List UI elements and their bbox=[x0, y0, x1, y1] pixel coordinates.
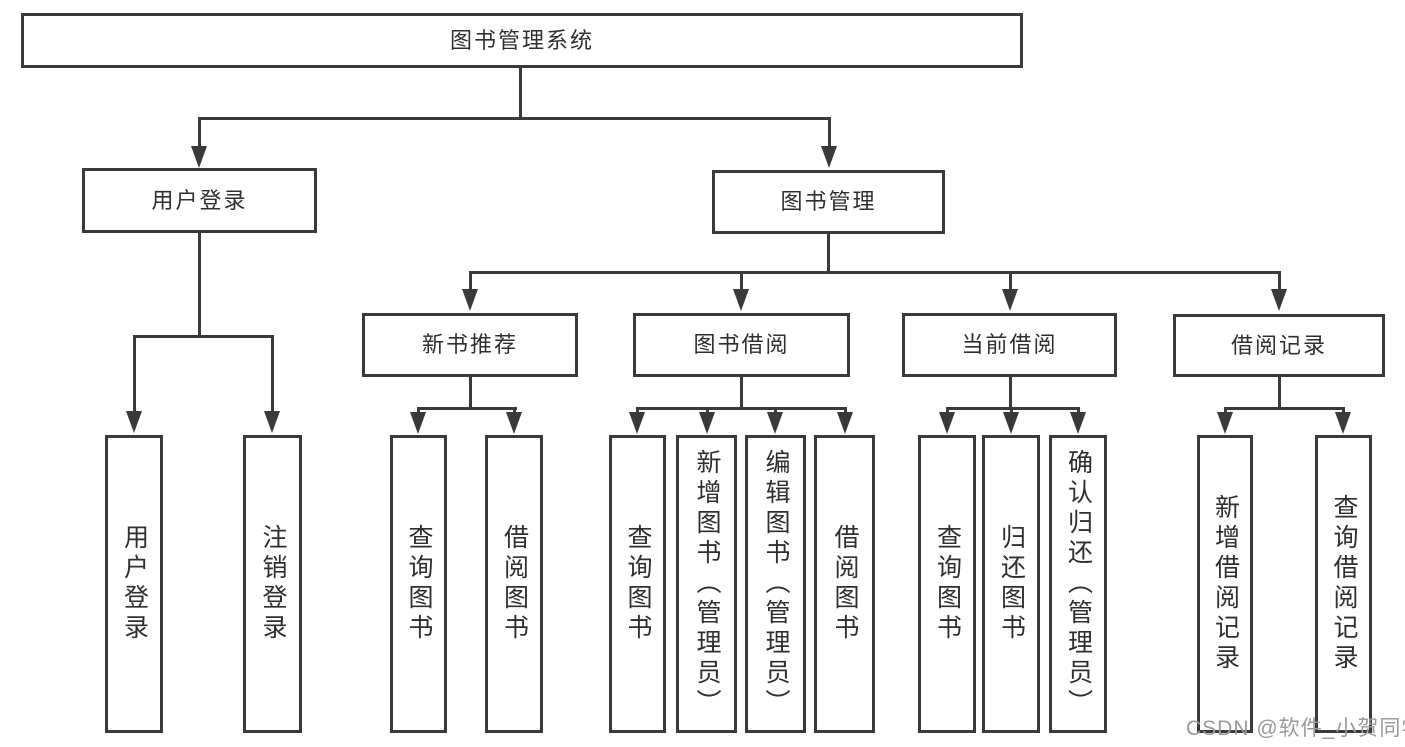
connector-line bbox=[198, 233, 201, 335]
arrow-down-icon bbox=[410, 412, 426, 434]
connector-line bbox=[1224, 407, 1227, 415]
node-book-management: 图书管理 bbox=[712, 170, 945, 234]
arrow-down-icon bbox=[767, 412, 783, 434]
csdn-watermark: CSDN @软件_小贺同学 bbox=[1186, 717, 1405, 740]
node-current-borrowing: 当前借阅 bbox=[902, 313, 1117, 377]
connector-line bbox=[1278, 377, 1281, 410]
leaf-confirm-return-admin: 确认归还（管理员） bbox=[1049, 435, 1107, 733]
leaf-borrow-books: 借阅图书 bbox=[814, 435, 875, 733]
leaf-label: 确认归还（管理员） bbox=[1064, 449, 1093, 719]
leaf-label: 查询借阅记录 bbox=[1330, 494, 1358, 674]
connector-line bbox=[946, 407, 1080, 410]
arrow-down-icon bbox=[1335, 412, 1351, 434]
node-new-book-recommend: 新书推荐 bbox=[362, 313, 578, 377]
leaf-logout: 注销登录 bbox=[243, 435, 302, 733]
leaf-label: 编辑图书（管理员） bbox=[762, 449, 790, 719]
connector-line bbox=[740, 271, 743, 291]
node-book-borrowing: 图书借阅 bbox=[633, 313, 850, 377]
node-library-management-system: 图书管理系统 bbox=[21, 13, 1023, 68]
connector-line bbox=[469, 271, 472, 291]
node-label: 图书管理 bbox=[780, 189, 877, 214]
leaf-label: 新增借阅记录 bbox=[1211, 494, 1240, 674]
leaf-add-borrow-record: 新增借阅记录 bbox=[1197, 435, 1253, 733]
arrow-down-icon bbox=[506, 412, 522, 434]
leaf-query-borrow-record: 查询借阅记录 bbox=[1315, 435, 1372, 733]
leaf-return-books: 归还图书 bbox=[982, 435, 1040, 733]
leaf-label: 借阅图书 bbox=[500, 524, 529, 644]
leaf-add-books-admin: 新增图书（管理员） bbox=[676, 435, 737, 733]
connector-line bbox=[844, 407, 847, 415]
connector-line bbox=[1010, 407, 1013, 415]
arrow-down-icon bbox=[733, 289, 749, 311]
node-user-login: 用户登录 bbox=[82, 168, 317, 233]
leaf-label: 查询图书 bbox=[933, 524, 962, 644]
arrow-down-icon bbox=[1271, 289, 1287, 311]
arrow-down-icon bbox=[939, 412, 955, 434]
connector-line bbox=[1224, 407, 1345, 410]
connector-line bbox=[417, 407, 517, 410]
connector-line bbox=[774, 407, 777, 415]
connector-line bbox=[636, 407, 847, 410]
arrow-down-icon bbox=[1217, 412, 1233, 434]
leaf-label: 借阅图书 bbox=[831, 524, 859, 644]
connector-line bbox=[469, 271, 1281, 274]
connector-line bbox=[469, 377, 472, 410]
connector-line bbox=[1278, 271, 1281, 291]
arrow-down-icon bbox=[264, 411, 280, 433]
node-label: 图书管理系统 bbox=[449, 27, 594, 53]
connector-line bbox=[133, 335, 274, 338]
leaf-borrow-books-recommend: 借阅图书 bbox=[485, 435, 543, 733]
leaf-label: 查询图书 bbox=[624, 524, 652, 644]
connector-line bbox=[198, 117, 831, 120]
arrow-down-icon bbox=[821, 146, 837, 168]
arrow-down-icon bbox=[462, 289, 478, 311]
arrow-down-icon bbox=[1003, 412, 1019, 434]
connector-line bbox=[706, 407, 709, 415]
leaf-label: 注销登录 bbox=[259, 524, 287, 644]
connector-line bbox=[740, 377, 743, 410]
node-label: 用户登录 bbox=[151, 187, 248, 213]
node-label: 当前借阅 bbox=[961, 332, 1058, 357]
arrow-down-icon bbox=[126, 411, 142, 433]
connector-line bbox=[1009, 271, 1012, 291]
node-label: 新书推荐 bbox=[421, 332, 518, 357]
connector-line bbox=[636, 407, 639, 415]
connector-line bbox=[417, 407, 420, 415]
connector-line bbox=[1009, 377, 1012, 410]
arrow-down-icon bbox=[191, 146, 207, 168]
node-borrow-records: 借阅记录 bbox=[1173, 314, 1385, 377]
leaf-query-books-borrowing: 查询图书 bbox=[609, 435, 666, 733]
connector-line bbox=[271, 335, 274, 413]
leaf-label: 查询图书 bbox=[405, 524, 433, 644]
leaf-query-books-current: 查询图书 bbox=[918, 435, 976, 733]
connector-line bbox=[513, 407, 516, 415]
connector-line bbox=[946, 407, 949, 415]
node-label: 借阅记录 bbox=[1230, 332, 1327, 358]
leaf-label: 用户登录 bbox=[120, 524, 149, 644]
node-label: 图书借阅 bbox=[693, 332, 790, 357]
connector-line bbox=[1342, 407, 1345, 415]
arrow-down-icon bbox=[629, 412, 645, 434]
leaf-user-login: 用户登录 bbox=[105, 435, 163, 733]
leaf-edit-books-admin: 编辑图书（管理员） bbox=[745, 435, 806, 733]
connector-line bbox=[133, 335, 136, 413]
connector-line bbox=[828, 117, 831, 147]
leaf-label: 归还图书 bbox=[997, 524, 1026, 644]
arrow-down-icon bbox=[1002, 289, 1018, 311]
connector-line bbox=[519, 68, 522, 117]
arrow-down-icon bbox=[699, 412, 715, 434]
arrow-down-icon bbox=[1070, 412, 1086, 434]
leaf-label: 新增图书（管理员） bbox=[693, 449, 721, 719]
arrow-down-icon bbox=[837, 412, 853, 434]
leaf-query-books-recommend: 查询图书 bbox=[390, 435, 447, 733]
connector-line bbox=[198, 117, 201, 147]
connector-line bbox=[827, 234, 830, 274]
connector-line bbox=[1077, 407, 1080, 415]
